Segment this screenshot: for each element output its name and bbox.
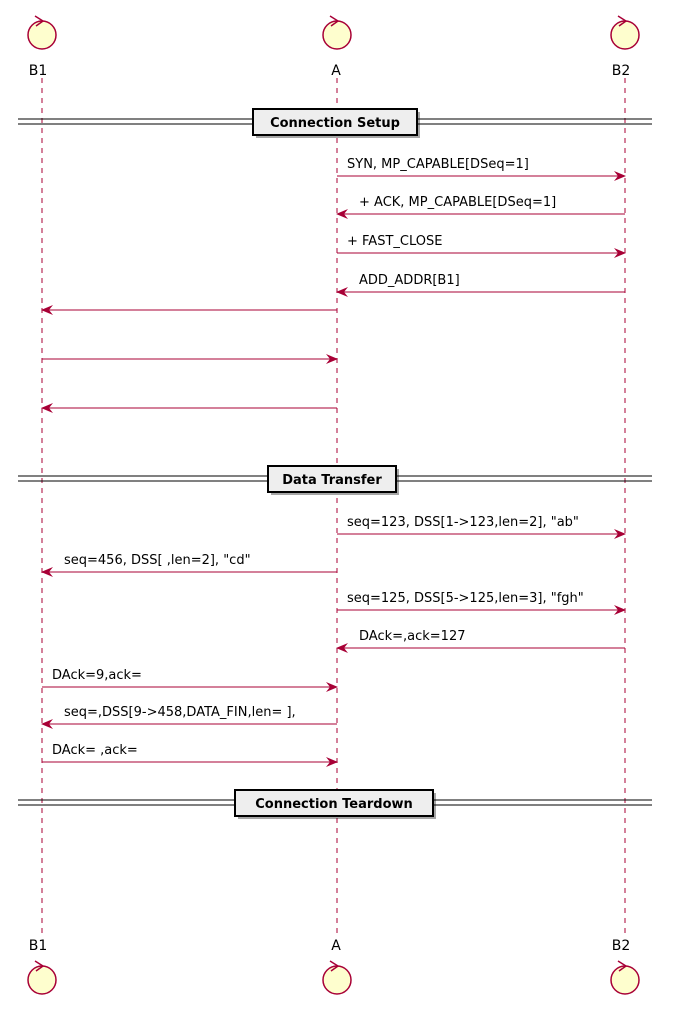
- message-label: DAck= ,ack=: [52, 743, 138, 758]
- message-label: seq=456, DSS[ ,len=2], "cd": [64, 553, 251, 568]
- control-icon: [322, 15, 352, 50]
- control-icon: [610, 15, 640, 50]
- message-label: seq=,DSS[9->458,DATA_FIN,len= ],: [64, 705, 296, 720]
- participant-label: B1: [29, 938, 48, 954]
- message-label: ADD_ADDR[B1]: [359, 273, 460, 288]
- message-label: seq=123, DSS[1->123,len=2], "ab": [347, 515, 579, 530]
- message-14: DAck= ,ack=: [42, 743, 338, 767]
- lifelines: [41, 78, 626, 938]
- participant-a-bottom: A: [322, 938, 352, 995]
- divider-label: Data Transfer: [282, 473, 382, 488]
- message-label: + ACK, MP_CAPABLE[DSeq=1]: [359, 195, 556, 210]
- divider-label: Connection Teardown: [255, 797, 413, 812]
- divider-connection-teardown: Connection Teardown: [18, 789, 652, 819]
- message-4: ADD_ADDR[B1]: [336, 273, 625, 297]
- control-icon: [322, 960, 352, 995]
- message-2: + ACK, MP_CAPABLE[DSeq=1]: [336, 195, 625, 219]
- message-12: DAck=9,ack=: [42, 668, 338, 692]
- divider-connection-setup: Connection Setup: [18, 108, 652, 138]
- participant-b2-top: B2: [610, 15, 640, 79]
- participant-b2-bottom: B2: [610, 938, 640, 995]
- message-10: seq=125, DSS[5->125,len=3], "fgh": [337, 591, 626, 615]
- message-3: + FAST_CLOSE: [337, 234, 626, 258]
- message-label: + FAST_CLOSE: [347, 234, 442, 249]
- participant-label: A: [331, 938, 341, 954]
- control-icon: [610, 960, 640, 995]
- divider-data-transfer: Data Transfer: [18, 465, 652, 495]
- participant-label: B1: [29, 63, 48, 79]
- participant-b1-top: B1: [27, 15, 57, 79]
- message-13: seq=,DSS[9->458,DATA_FIN,len= ],: [41, 705, 337, 729]
- message-11: DAck=,ack=127: [336, 629, 625, 653]
- message-label: SYN, MP_CAPABLE[DSeq=1]: [347, 157, 529, 172]
- messages: SYN, MP_CAPABLE[DSeq=1] + ACK, MP_CAPABLE…: [41, 157, 626, 767]
- message-label: DAck=,ack=127: [359, 629, 466, 644]
- participant-label: B2: [612, 63, 631, 79]
- message-label: seq=125, DSS[5->125,len=3], "fgh": [347, 591, 584, 606]
- participant-label: B2: [612, 938, 631, 954]
- control-icon: [27, 960, 57, 995]
- message-9: seq=456, DSS[ ,len=2], "cd": [41, 553, 337, 577]
- message-1: SYN, MP_CAPABLE[DSeq=1]: [337, 157, 626, 181]
- participant-a-top: A: [322, 15, 352, 79]
- participant-label: A: [331, 63, 341, 79]
- message-8: seq=123, DSS[1->123,len=2], "ab": [337, 515, 626, 539]
- participant-b1-bottom: B1: [27, 938, 57, 995]
- control-icon: [27, 15, 57, 50]
- divider-label: Connection Setup: [270, 116, 400, 131]
- message-label: DAck=9,ack=: [52, 668, 142, 683]
